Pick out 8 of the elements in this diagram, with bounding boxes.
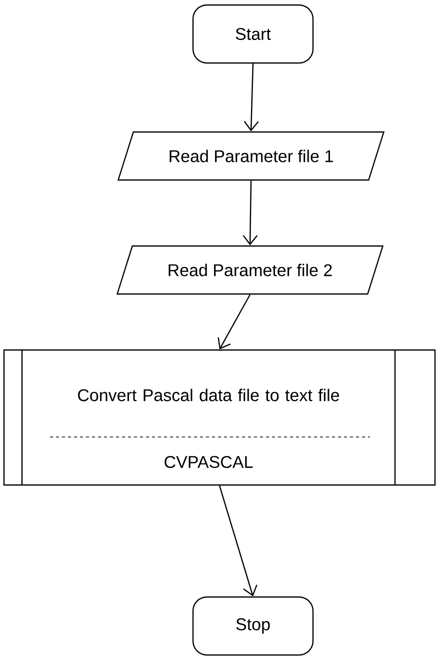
terminal-box: Stop	[192, 596, 314, 656]
arrow	[242, 180, 258, 246]
terminal-box: Start	[192, 4, 314, 64]
arrow	[218, 485, 258, 596]
arrow	[244, 64, 259, 132]
module-name: CVPASCAL	[164, 456, 253, 468]
arrow	[218, 294, 251, 350]
process-text: Convert Pascal data file to text file	[78, 388, 340, 402]
